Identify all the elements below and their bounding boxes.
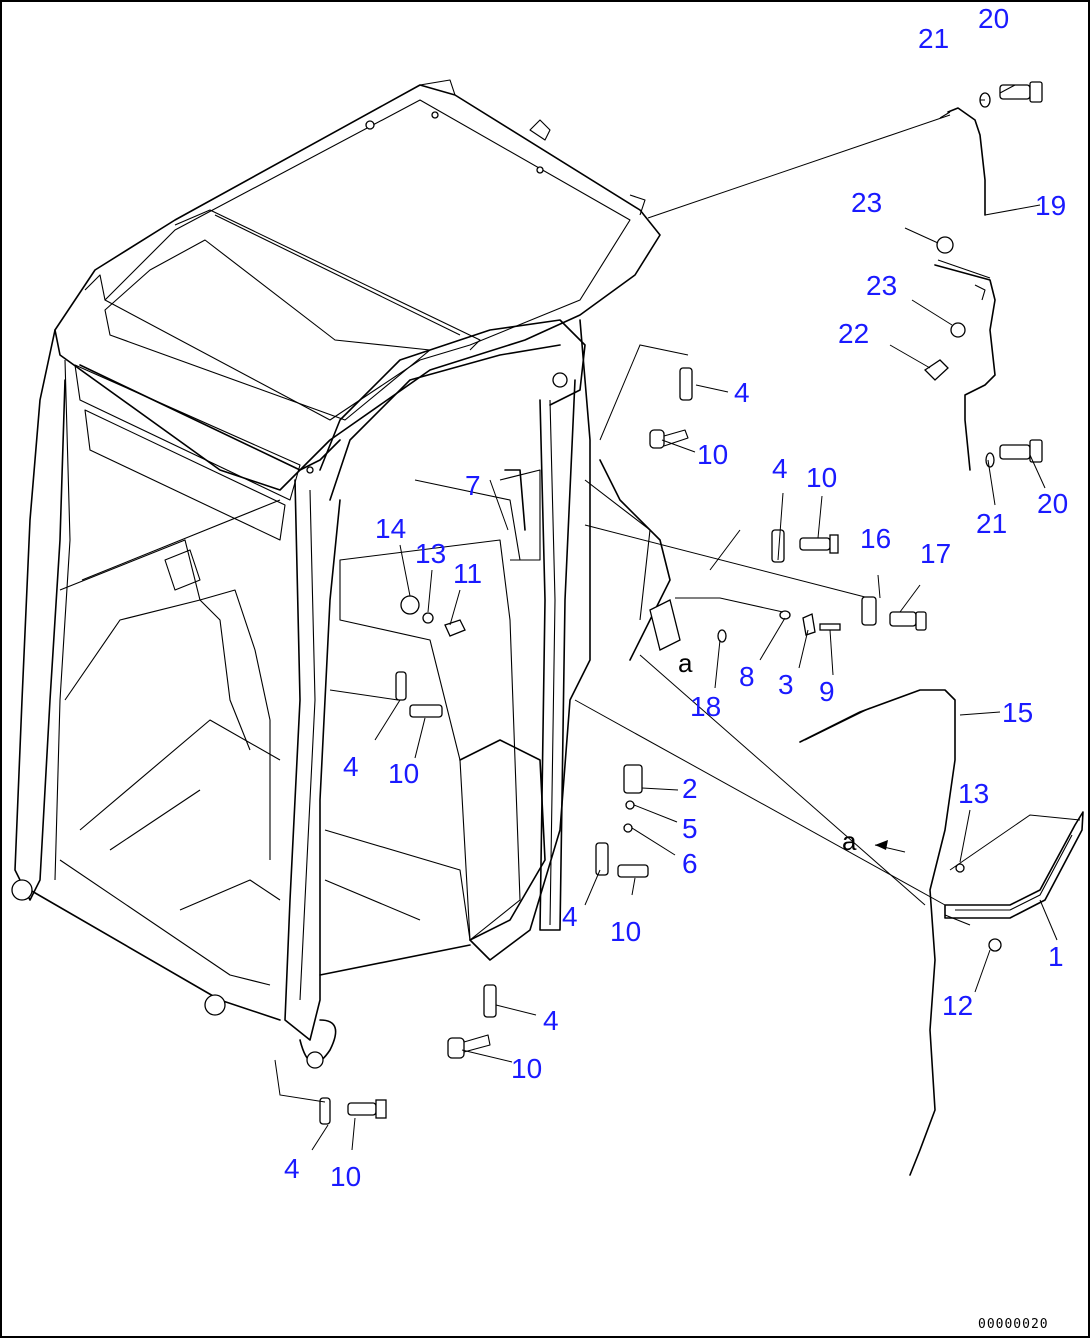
view-reference-labels: a a (678, 648, 857, 856)
callout-4: 4 (772, 453, 788, 484)
callout-14: 14 (375, 513, 406, 544)
callout-4: 4 (562, 901, 578, 932)
callout-23: 23 (866, 270, 897, 301)
callout-23: 23 (851, 187, 882, 218)
callout-9: 9 (819, 676, 835, 707)
callout-17: 17 (920, 538, 951, 569)
callout-5: 5 (682, 813, 698, 844)
callout-15: 15 (1002, 697, 1033, 728)
callout-10: 10 (388, 758, 419, 789)
callout-13: 13 (958, 778, 989, 809)
cable-15 (799, 689, 956, 1176)
view-ref-a: a (842, 826, 857, 856)
callout-4: 4 (343, 751, 359, 782)
callout-4: 4 (543, 1005, 559, 1036)
callout-11: 11 (453, 558, 482, 589)
cab-frame (11, 79, 671, 1069)
callout-21: 21 (976, 508, 1007, 539)
view-ref-a: a (678, 648, 693, 678)
callout-13: 13 (415, 538, 446, 569)
callout-19: 19 (1035, 190, 1066, 221)
callout-10: 10 (330, 1161, 361, 1192)
document-number: 00000020 (978, 1317, 1049, 1332)
callout-10: 10 (610, 916, 641, 947)
callout-22: 22 (838, 318, 869, 349)
callout-20: 20 (978, 3, 1009, 34)
callout-21: 21 (918, 23, 949, 54)
callout-10: 10 (697, 439, 728, 470)
leader-lines (274, 84, 1081, 1151)
callout-20: 20 (1037, 488, 1068, 519)
callout-3: 3 (778, 669, 794, 700)
callout-1: 1 (1048, 941, 1064, 972)
callout-18: 18 (690, 691, 721, 722)
callout-12: 12 (942, 990, 973, 1021)
callout-10: 10 (511, 1053, 542, 1084)
callout-8: 8 (739, 661, 755, 692)
callout-labels: 20 21 19 23 23 22 4 10 4 10 21 20 7 16 1… (284, 3, 1068, 1192)
callout-4: 4 (284, 1153, 300, 1184)
callout-7: 7 (465, 470, 481, 501)
rod-19 (947, 107, 986, 216)
callout-2: 2 (682, 773, 698, 804)
callout-10: 10 (806, 462, 837, 493)
callout-4: 4 (734, 377, 750, 408)
callout-6: 6 (682, 848, 698, 879)
callout-16: 16 (860, 523, 891, 554)
